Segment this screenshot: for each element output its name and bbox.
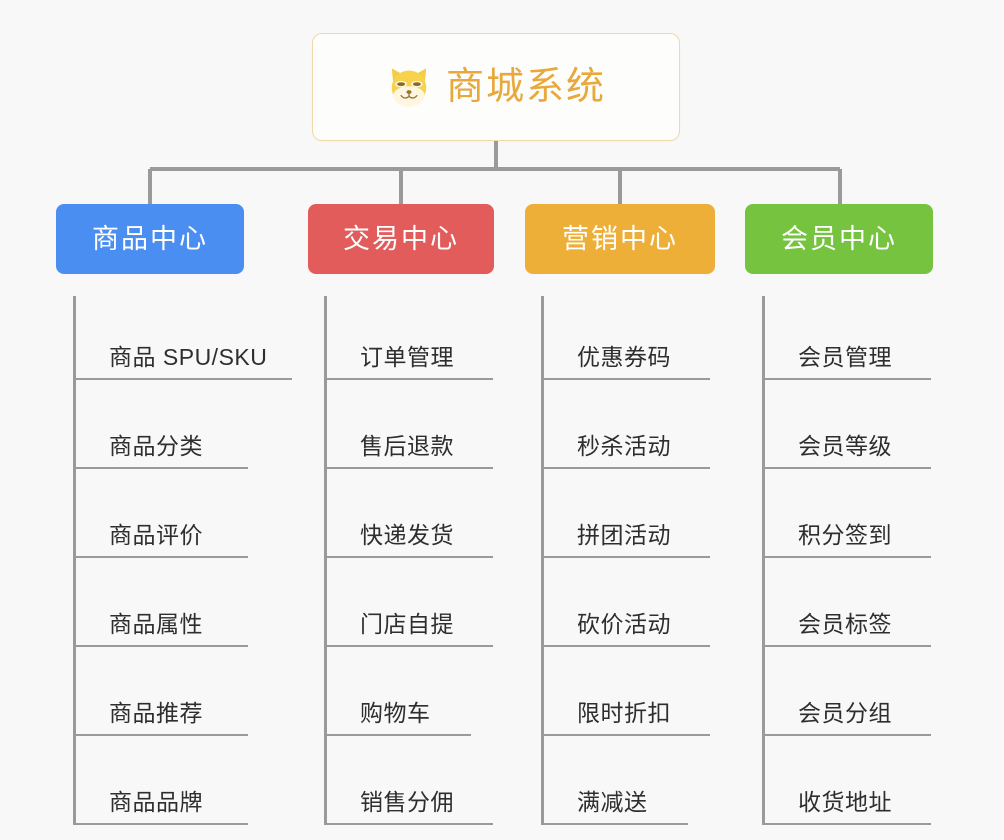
- list-item[interactable]: 优惠券码: [544, 296, 710, 380]
- list-item[interactable]: 会员标签: [765, 558, 931, 647]
- list-item[interactable]: 商品评价: [76, 469, 248, 558]
- branch-column-2: 营销中心 优惠券码 秒杀活动 拼团活动 砍价活动 限时折扣 满减送: [525, 204, 715, 825]
- list-item[interactable]: 门店自提: [327, 558, 493, 647]
- list-item[interactable]: 会员分组: [765, 647, 931, 736]
- list-item[interactable]: 会员管理: [765, 296, 931, 380]
- list-item[interactable]: 满减送: [544, 736, 688, 825]
- leaf-list-2: 优惠券码 秒杀活动 拼团活动 砍价活动 限时折扣 满减送: [541, 296, 715, 825]
- list-item[interactable]: 售后退款: [327, 380, 493, 469]
- list-item[interactable]: 商品 SPU/SKU: [76, 296, 292, 380]
- shiba-dog-face-icon: [391, 68, 427, 108]
- list-item[interactable]: 销售分佣: [327, 736, 493, 825]
- category-box-0[interactable]: 商品中心: [56, 204, 244, 274]
- list-item[interactable]: 砍价活动: [544, 558, 710, 647]
- list-item[interactable]: 限时折扣: [544, 647, 710, 736]
- list-item[interactable]: 拼团活动: [544, 469, 710, 558]
- category-box-3[interactable]: 会员中心: [745, 204, 933, 274]
- list-item[interactable]: 会员等级: [765, 380, 931, 469]
- list-item[interactable]: 商品推荐: [76, 647, 248, 736]
- root-node[interactable]: 商城系统: [312, 33, 680, 141]
- list-item[interactable]: 积分签到: [765, 469, 931, 558]
- leaf-list-3: 会员管理 会员等级 积分签到 会员标签 会员分组 收货地址: [762, 296, 935, 825]
- leaf-list-1: 订单管理 售后退款 快递发货 门店自提 购物车 销售分佣: [324, 296, 498, 825]
- list-item[interactable]: 商品品牌: [76, 736, 248, 825]
- list-item[interactable]: 购物车: [327, 647, 471, 736]
- list-item[interactable]: 商品分类: [76, 380, 248, 469]
- list-item[interactable]: 商品属性: [76, 558, 248, 647]
- category-box-2[interactable]: 营销中心: [525, 204, 715, 274]
- list-item[interactable]: 快递发货: [327, 469, 493, 558]
- branch-column-1: 交易中心 订单管理 售后退款 快递发货 门店自提 购物车 销售分佣: [308, 204, 498, 825]
- leaf-list-0: 商品 SPU/SKU 商品分类 商品评价 商品属性 商品推荐 商品品牌: [73, 296, 292, 825]
- list-item[interactable]: 收货地址: [765, 736, 931, 825]
- branch-column-0: 商品中心 商品 SPU/SKU 商品分类 商品评价 商品属性 商品推荐 商品品牌: [56, 204, 292, 825]
- page-title: 商城系统: [445, 66, 606, 108]
- list-item[interactable]: 秒杀活动: [544, 380, 710, 469]
- category-box-1[interactable]: 交易中心: [308, 204, 494, 274]
- list-item[interactable]: 订单管理: [327, 296, 493, 380]
- branch-column-3: 会员中心 会员管理 会员等级 积分签到 会员标签 会员分组 收货地址: [745, 204, 935, 825]
